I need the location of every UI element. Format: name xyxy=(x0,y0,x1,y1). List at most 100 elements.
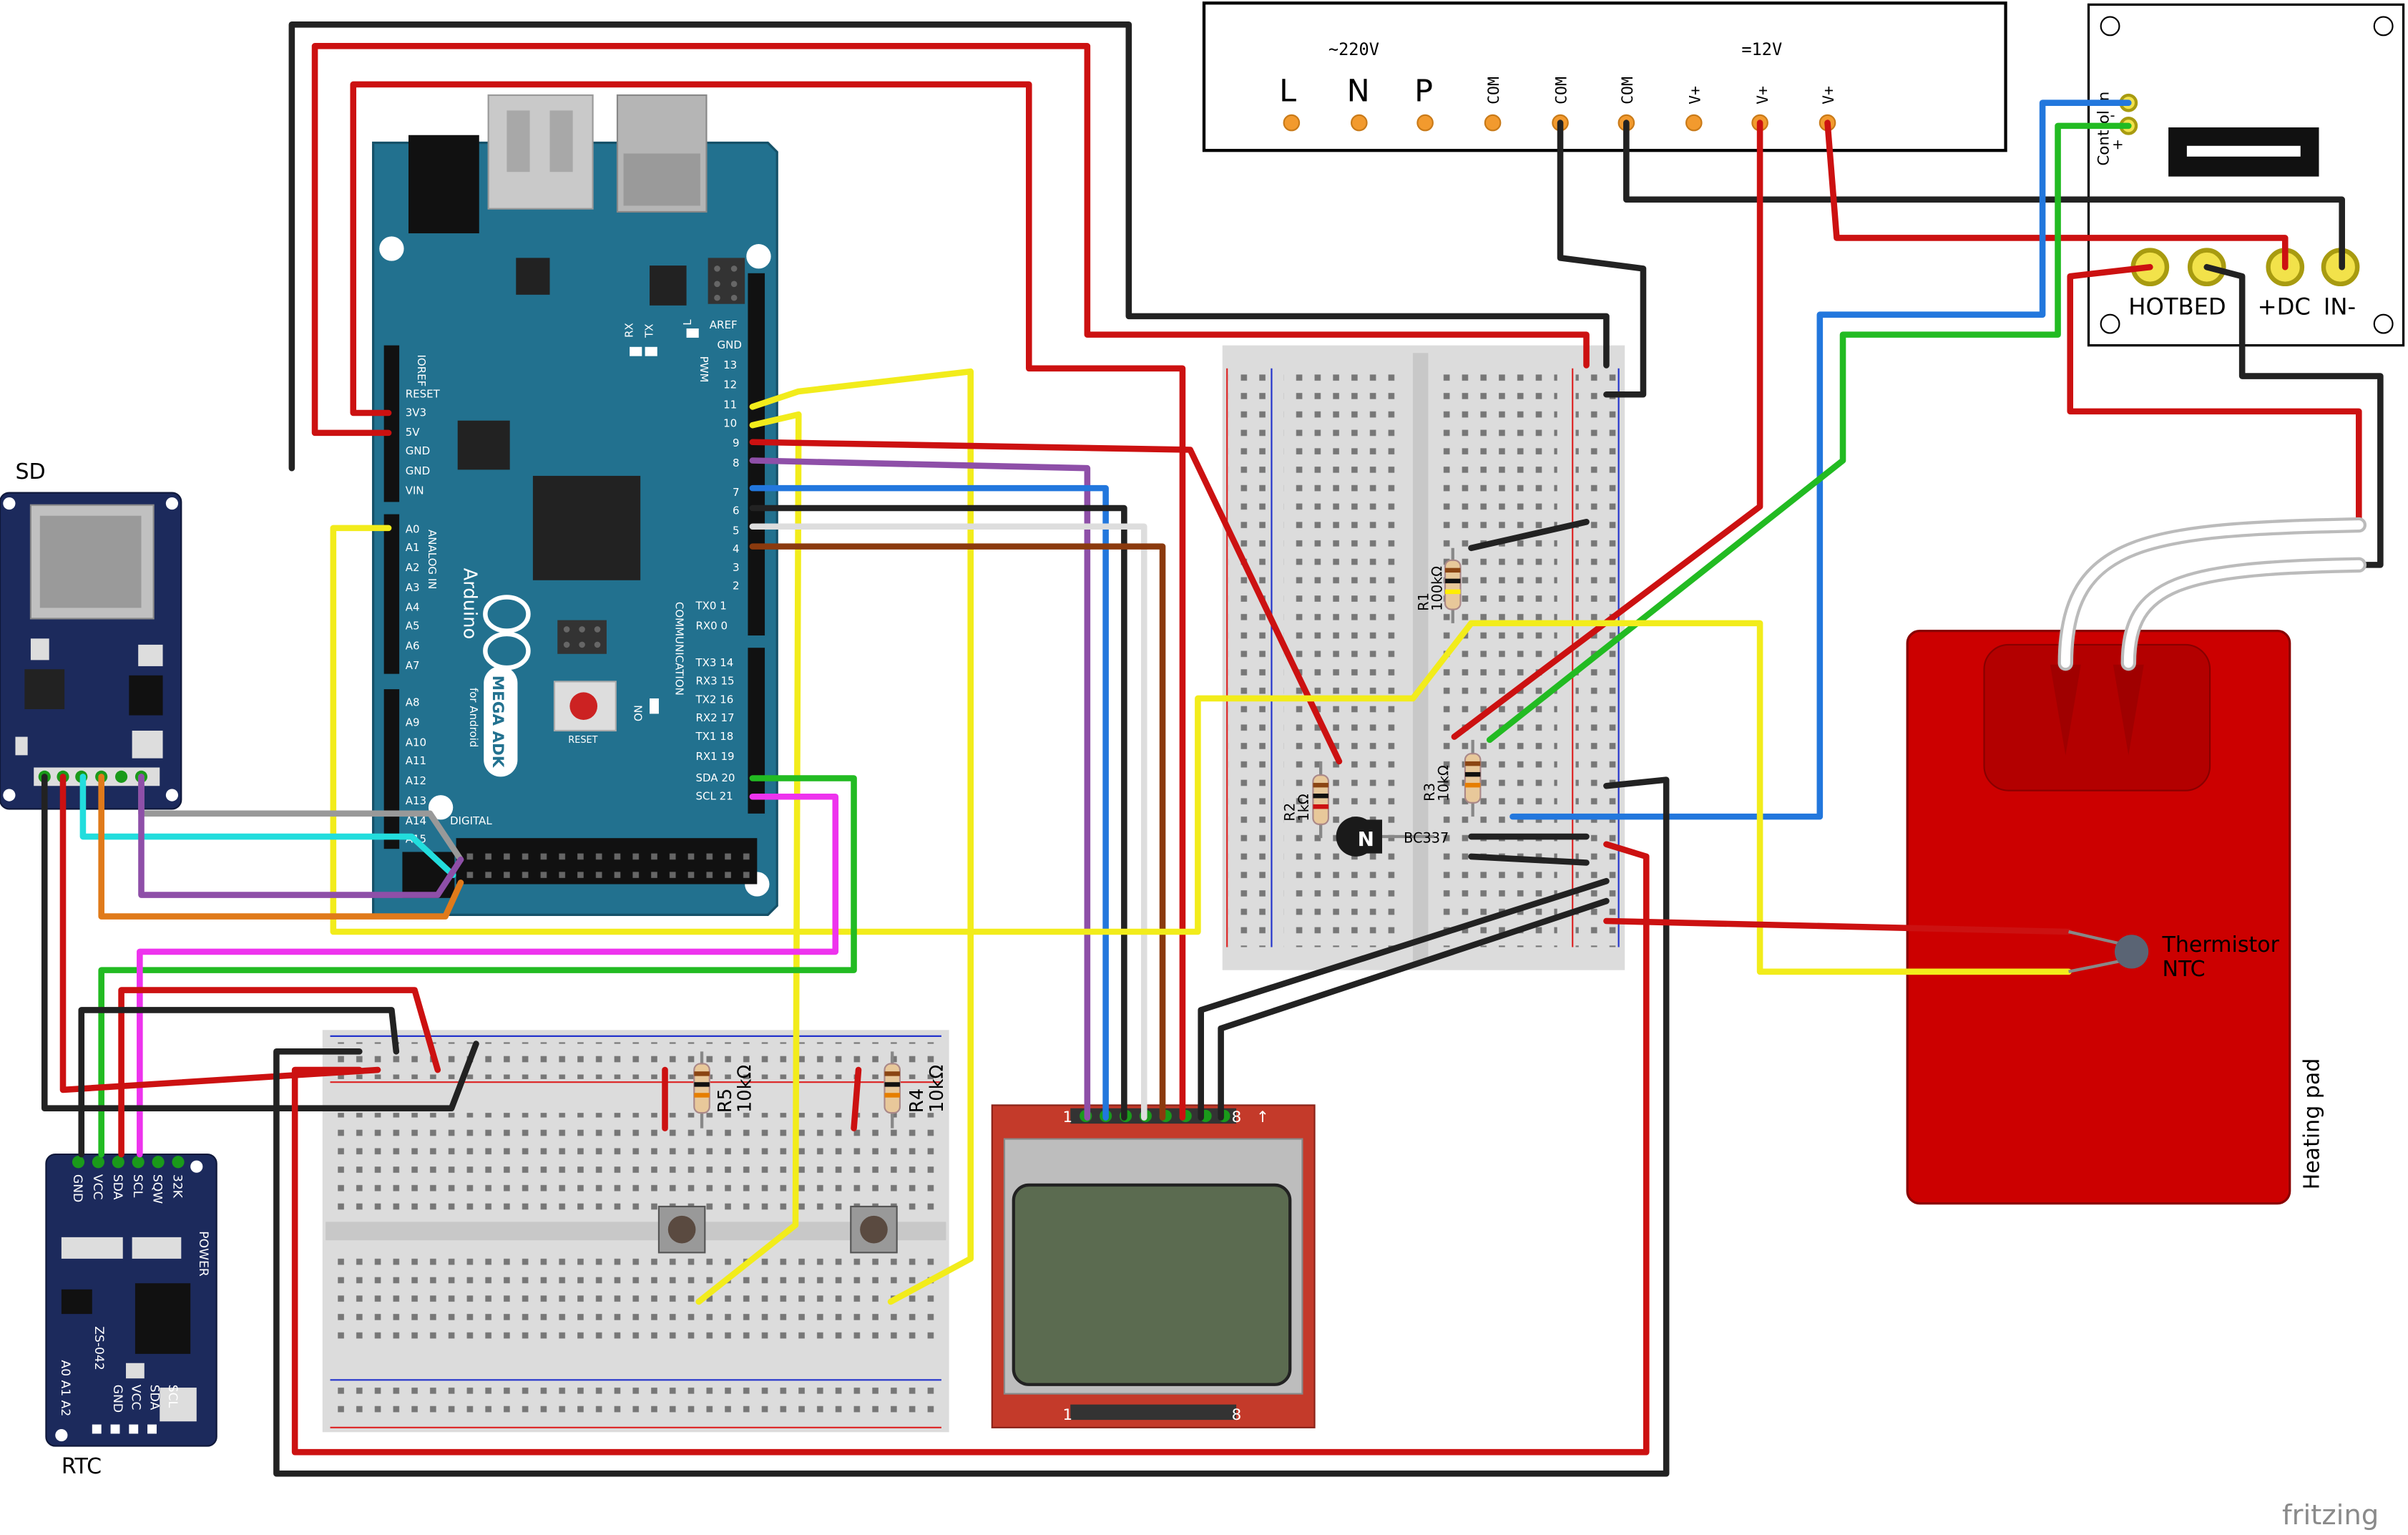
pin-a5: A5 xyxy=(406,619,420,632)
wire-red-bb2 xyxy=(291,841,1650,1456)
fritzing-watermark: fritzing xyxy=(2282,1499,2379,1531)
pin-10: 10 xyxy=(723,416,737,429)
rtc-bottom-scl: SCL xyxy=(165,1385,180,1408)
terminal-vplus2-label: V+ xyxy=(1754,86,1772,104)
controller-module: Control in - + HOTBED +DC IN- xyxy=(2087,3,2405,347)
r1-value: 100kΩ xyxy=(1429,566,1446,611)
r4-name: R4 xyxy=(906,1088,928,1113)
pin-a6: A6 xyxy=(406,639,420,652)
pin-11: 11 xyxy=(723,399,737,411)
terminal-vplus3-label: V+ xyxy=(1820,86,1838,104)
wire-green-sda xyxy=(98,775,857,1158)
rtc-pin-gnd: GND xyxy=(70,1174,84,1202)
r3-value: 10kΩ xyxy=(1435,765,1452,801)
pin-a7: A7 xyxy=(406,659,420,672)
resistor-r4: R4 10kΩ xyxy=(884,1051,948,1129)
pin-a14: A14 xyxy=(406,814,426,827)
wire-yellow-a0 xyxy=(330,525,2072,975)
r5-value: 10kΩ xyxy=(735,1065,756,1113)
wire-red-sd xyxy=(59,774,381,1093)
wire-black-top xyxy=(288,21,1610,472)
pin-gnd2: GND xyxy=(406,464,430,477)
wire-purple-sd xyxy=(138,774,464,898)
resistor-r2: R2 1kΩ xyxy=(1282,761,1329,839)
lcd-pin8-top: 8 xyxy=(1232,1108,1242,1126)
wire-red-vplus xyxy=(1451,120,1763,740)
rtc-module: GND VCC SDA SCL SQW 32K POWER ZS-042 SCL… xyxy=(45,1153,217,1479)
terminal-com1 xyxy=(1484,114,1502,132)
pin-tx0: TX0 1 xyxy=(695,600,726,613)
rtc-bottom-vcc: VCC xyxy=(129,1385,143,1410)
terminal-p-label: P xyxy=(1414,74,1433,109)
pin-vin: VIN xyxy=(406,484,424,497)
digital-label: DIGITAL xyxy=(450,814,492,827)
terminal-l xyxy=(1283,114,1301,132)
resistor-r3: R3 10kΩ xyxy=(1421,739,1482,817)
terminal-vplus1-label: V+ xyxy=(1686,86,1704,104)
pin-a1: A1 xyxy=(406,541,420,554)
wire-black-lcd1 xyxy=(1198,877,1610,1121)
wire-blue-control xyxy=(1509,99,2132,820)
terminal-vplus1 xyxy=(1685,114,1703,132)
pin-rx2: RX2 17 xyxy=(695,711,734,724)
arduino-brand: Arduino xyxy=(459,568,480,640)
lcd-display: 1 8 ↑ 1 8 xyxy=(991,1104,1316,1428)
push-button-1-cap[interactable] xyxy=(667,1215,696,1244)
chip-mcu xyxy=(532,475,641,580)
arduino-mega-adk: RESET RX TX L ON Arduino MEGA ADK for An… xyxy=(372,94,778,917)
wire-red-thermistor xyxy=(1603,917,2072,935)
hotbed-label: HOTBED xyxy=(2128,293,2226,321)
thermistor-label-2: NTC xyxy=(2163,957,2206,982)
rtc-label: RTC xyxy=(62,1454,102,1479)
dc-jack xyxy=(408,135,479,234)
pin-tx1: TX1 18 xyxy=(695,730,733,743)
wire-black-in-minus xyxy=(1623,120,2345,271)
lcd-pin1-bottom: 1 xyxy=(1063,1406,1073,1424)
heating-pad: Heating pad xyxy=(1906,629,2324,1205)
l-led-label: L xyxy=(681,319,694,326)
thermistor: Thermistor NTC xyxy=(2068,930,2280,982)
breadboard-main xyxy=(1222,345,1625,970)
pin-13: 13 xyxy=(723,359,737,371)
pin-tx3: TX3 14 xyxy=(695,656,733,669)
push-button-2-cap[interactable] xyxy=(860,1215,888,1244)
pin-rx0: RX0 0 xyxy=(695,619,728,632)
board-subname: for Android xyxy=(467,688,480,747)
wire-black-sd xyxy=(41,774,479,1111)
pin-4: 4 xyxy=(733,542,740,555)
wire-cyan-sd xyxy=(79,774,456,878)
wire-black-6 xyxy=(749,505,1127,1121)
pin-a8: A8 xyxy=(406,696,420,709)
pin-rx1: RX1 19 xyxy=(695,750,734,763)
pin-ioref: IOREF xyxy=(415,354,428,386)
lcd-screen xyxy=(1012,1183,1292,1386)
pin-9: 9 xyxy=(733,437,740,449)
rtc-power-label: POWER xyxy=(196,1231,210,1277)
rtc-model: ZS-042 xyxy=(92,1326,106,1370)
reset-label: RESET xyxy=(568,735,597,746)
pin-a12: A12 xyxy=(406,774,426,787)
wire-yellow-10 xyxy=(695,411,802,1305)
pin-aref: AREF xyxy=(710,318,738,331)
analog-in-label: ANALOG IN xyxy=(426,530,439,589)
rx-label: RX xyxy=(622,323,635,338)
wire-red-9 xyxy=(749,439,1343,765)
rtc-pin-sqw: SQW xyxy=(150,1174,165,1204)
wire-black-hotbed xyxy=(2203,263,2384,568)
pin-scl: SCL 21 xyxy=(695,790,733,803)
wire-yellow-11 xyxy=(749,368,974,1305)
wire-purple-8 xyxy=(749,457,1091,1121)
dc-label: =12V xyxy=(1741,39,1782,59)
breadboard-buttons xyxy=(322,1030,949,1433)
pin-3: 3 xyxy=(733,561,740,574)
terminal-com3-label: COM xyxy=(1619,77,1637,104)
wire-orange-sd xyxy=(98,774,464,920)
wire-black-lcd2 xyxy=(1218,897,1610,1121)
r2-name: R2 xyxy=(1282,803,1298,822)
reset-button-cap[interactable] xyxy=(569,692,598,721)
pin-tx2: TX2 16 xyxy=(695,693,733,706)
wire-green-control xyxy=(1486,122,2132,744)
wire-black-bb2 xyxy=(273,776,1670,1477)
wire-black-rtc xyxy=(78,1007,400,1158)
usb-a-connector xyxy=(487,94,594,210)
